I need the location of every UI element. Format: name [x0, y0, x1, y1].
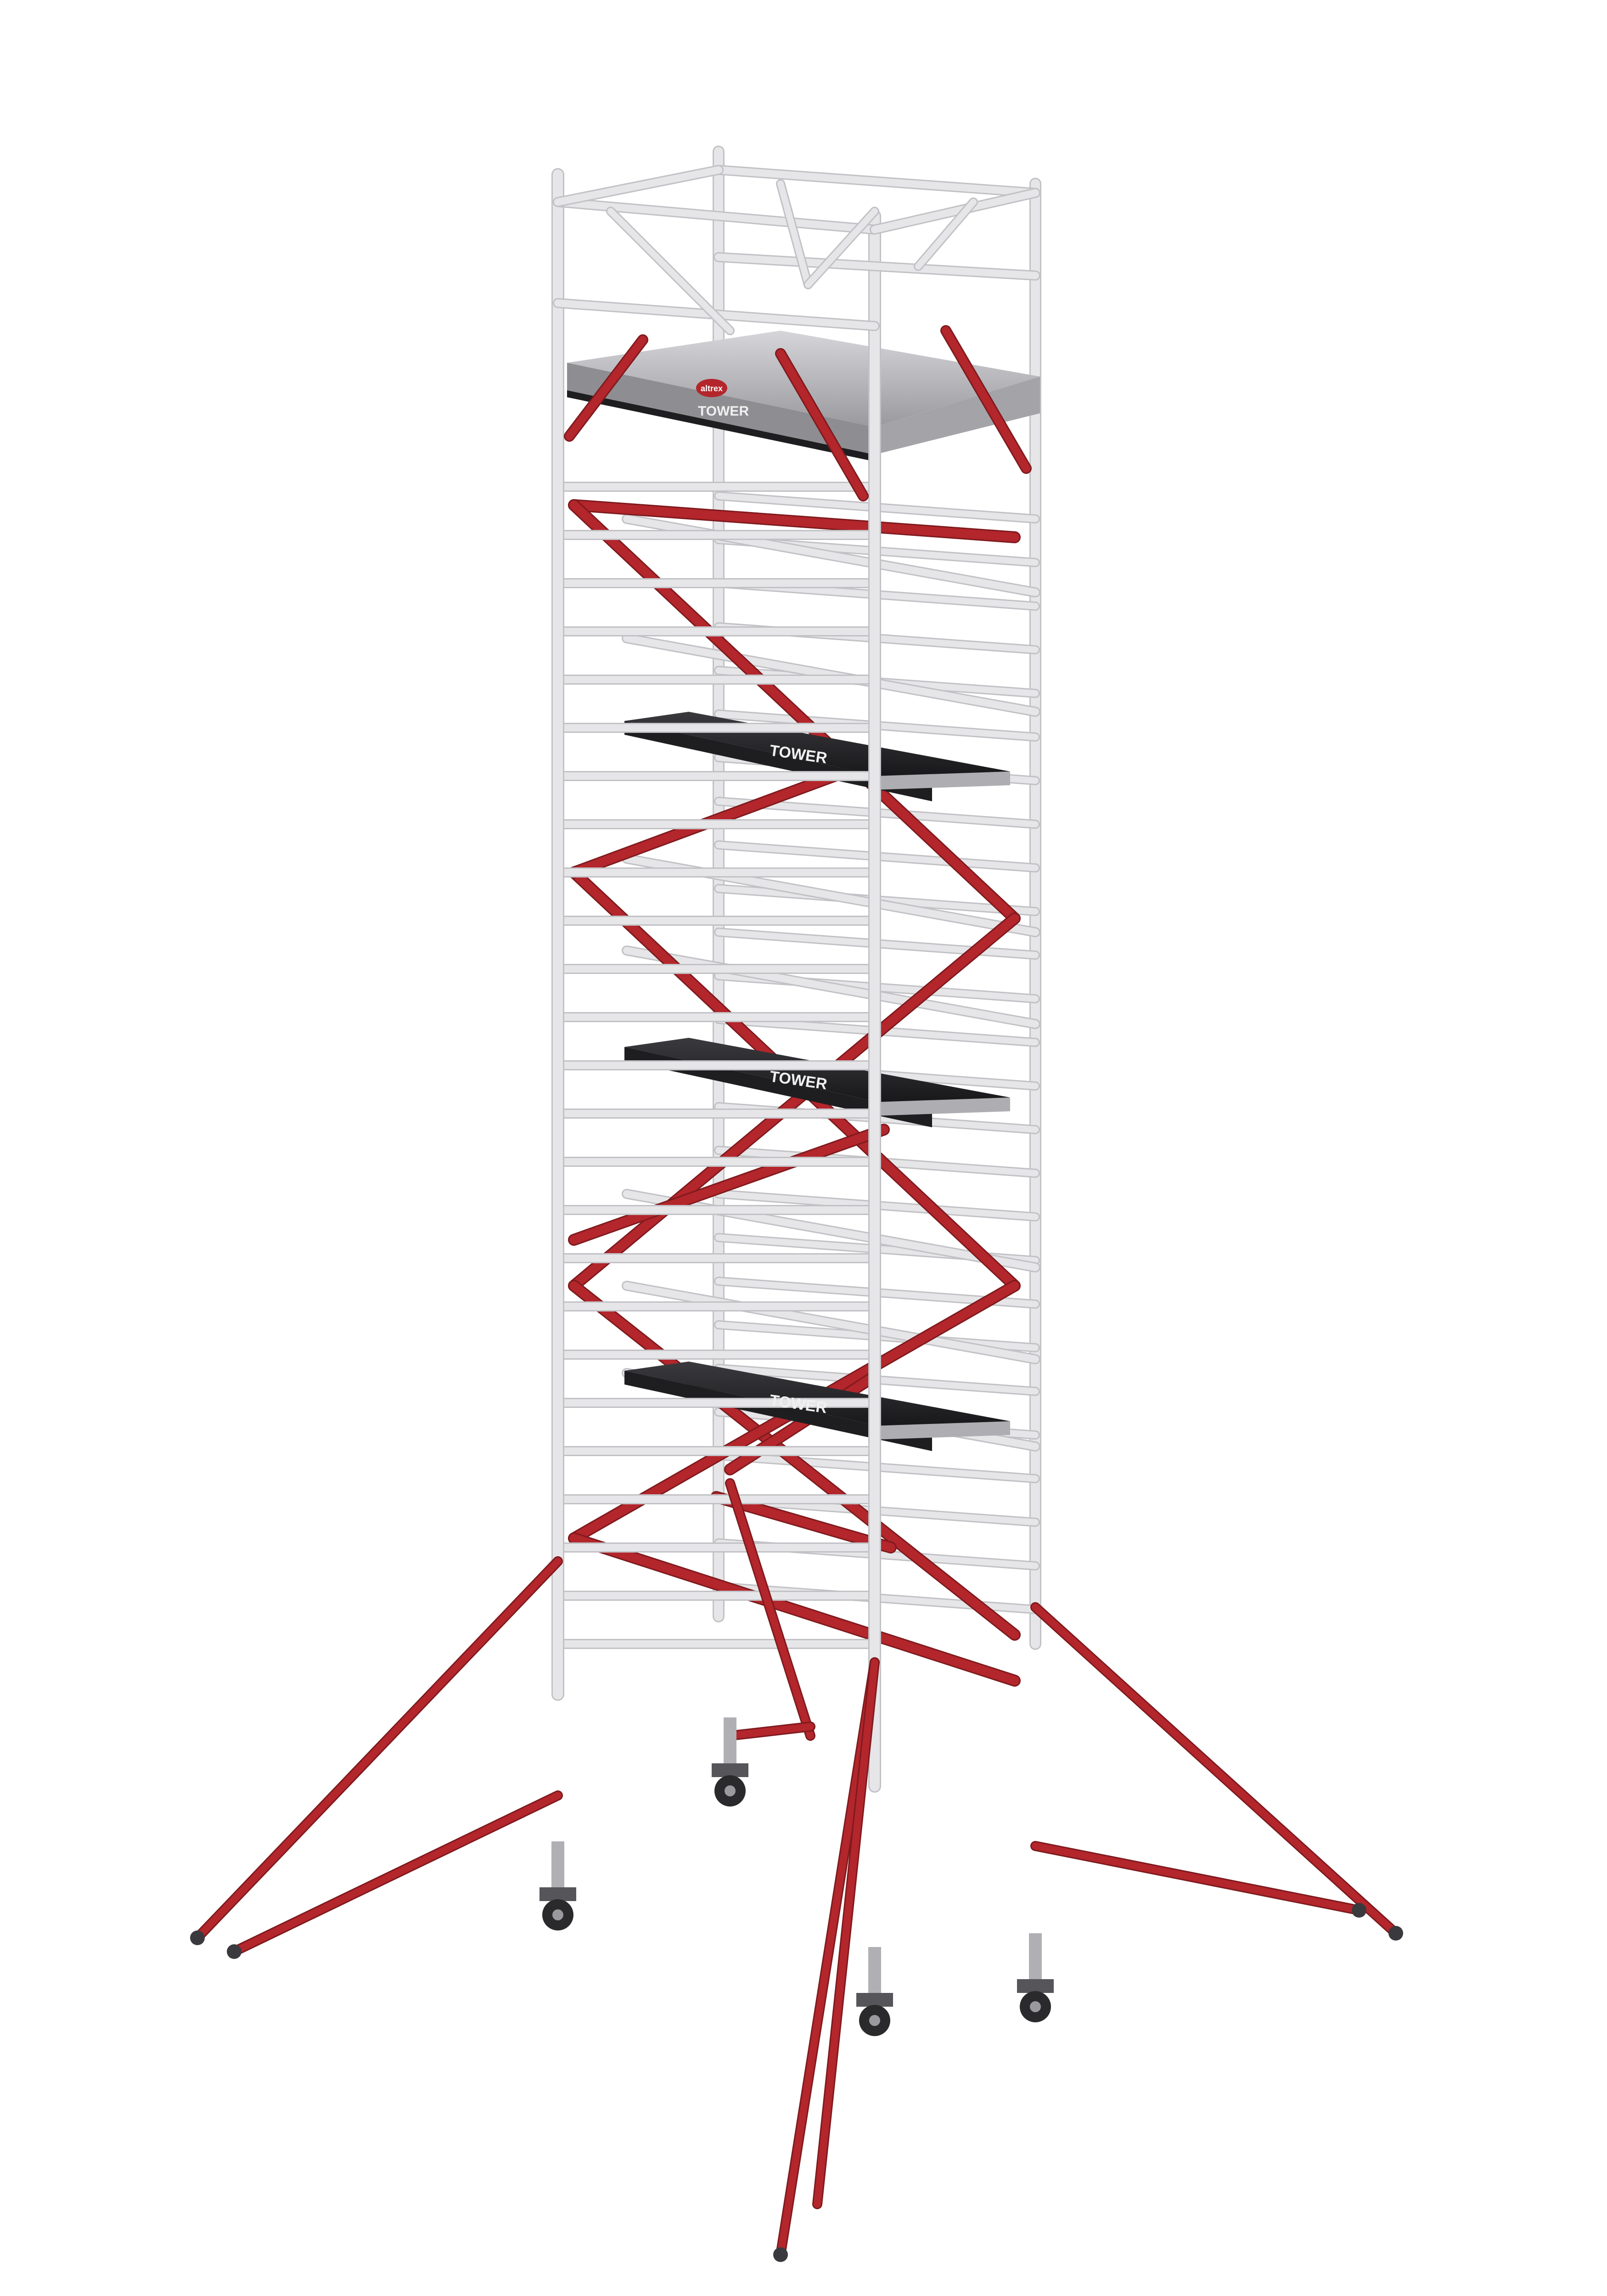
stabilizer-foot-3: [1352, 1903, 1366, 1918]
top-red-brace-mid: [776, 349, 867, 500]
castor-hub: [725, 1785, 736, 1796]
castor-fork: [1017, 1979, 1054, 1993]
platform-hatch: [875, 771, 1010, 790]
castor-fork: [539, 1887, 576, 1901]
top-red-brace-right: [942, 326, 1030, 473]
platform-hatch: [875, 1421, 1010, 1440]
stabilizer-arm-7: [726, 1723, 814, 1739]
castor-hub: [869, 2015, 880, 2026]
castor-hub: [552, 1909, 563, 1920]
platform-edge: [624, 721, 932, 801]
castor-hub: [1030, 2001, 1041, 2012]
castor-wheel-icon: [856, 1947, 893, 2036]
castor-wheel-icon: [539, 1841, 576, 1930]
castor-fork: [856, 1993, 893, 2007]
stabilizer-foot-2: [1388, 1926, 1403, 1941]
guardrail-side-right: [871, 189, 1039, 233]
stabilizer-arm-1: [230, 1792, 562, 1955]
stabilizer-outriggers: [190, 1478, 1403, 2262]
front-frame: [551, 168, 881, 1793]
castor-wheel-icon: [1017, 1933, 1054, 2022]
svg-text:altrex: altrex: [701, 384, 723, 393]
platform-deck: [624, 1038, 1010, 1114]
top-deck-floor: [567, 331, 1040, 427]
guardrail-diag-4: [915, 199, 977, 270]
stabilizer-arm-6: [726, 1480, 814, 1739]
guardrail-diag-3: [805, 208, 878, 288]
stabilizer-arm-4: [777, 1659, 878, 2258]
diagonal-brace-6: [569, 1534, 1019, 1685]
castor-wheel-icon: [712, 1717, 748, 1806]
diagonal-braces: [568, 499, 1021, 1687]
stabilizer-arm-5: [814, 1659, 878, 2208]
platform-hatch: [875, 1097, 1010, 1116]
platform-edge: [624, 1371, 932, 1451]
platforms: [567, 331, 1040, 1451]
stabilizer-arm-3: [1032, 1842, 1363, 1914]
diagonal-brace-4: [569, 1281, 1019, 1639]
platform-label-top: TOWER: [698, 404, 749, 419]
side-rail-5: [623, 1282, 1039, 1363]
top-deck-toeboard-side: [875, 377, 1040, 455]
guardrail-mid-far: [715, 253, 1039, 279]
diagonal-brace-9: [569, 1125, 888, 1244]
stabilizer-arm-0: [194, 1558, 562, 1941]
platform-top: [567, 331, 1040, 461]
diagonal-brace-0: [569, 501, 1019, 542]
side-rail-3: [623, 947, 1039, 1028]
castor-wheels: [539, 1717, 1054, 2036]
top-guardrail: [553, 165, 1040, 501]
diagonal-brace-8: [712, 1492, 895, 1552]
castor-fork: [712, 1763, 748, 1777]
guardrail-side-left: [554, 166, 722, 206]
stabilizer-arm-2: [1032, 1604, 1399, 1937]
guardrail-top-far: [715, 166, 1039, 197]
stabilizer-foot-4: [773, 2247, 788, 2262]
top-deck-toeboard-front: [567, 363, 875, 455]
top-deck-strip: [567, 390, 875, 461]
brand-badge-icon: altrex: [696, 379, 727, 397]
stabilizer-foot-1: [227, 1944, 242, 1959]
guardrail-diag-2: [777, 180, 811, 288]
diagonal-brace-2: [569, 914, 1019, 1290]
guardrail-diag-1: [607, 208, 733, 334]
stabilizer-foot-0: [190, 1930, 205, 1945]
diagonal-brace-1: [569, 501, 1019, 923]
top-red-brace-left: [565, 336, 647, 440]
